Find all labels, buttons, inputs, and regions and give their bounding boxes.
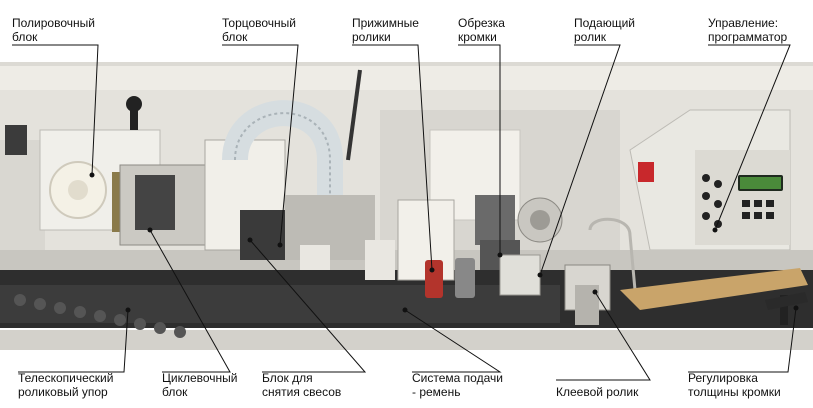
label-overhang-removal: Блок для снятия свесов [262,371,342,399]
label-pressure-rollers: Прижимные ролики [352,16,419,44]
overhang-removal-block [285,195,375,270]
label-glue-roller: Клеевой ролик [556,385,639,399]
scraping-block [119,164,211,246]
label-feed-system: Система подачи - ремень [412,371,503,399]
label-edge-trimming: Обрезка кромки [458,16,505,44]
label-control-programmer: Управление: программатор [708,16,788,44]
label-telescopic-stop: Телескопический роликовый упор [18,371,114,399]
label-end-block: Торцовочный блок [222,16,297,44]
label-polishing-block: Полировочный блок [12,16,95,44]
label-feed-roller: Подающий ролик [574,16,635,44]
label-scraping-block: Циклевочный блок [162,371,238,399]
label-edge-thickness: Регулировка толщины кромки [688,371,781,399]
